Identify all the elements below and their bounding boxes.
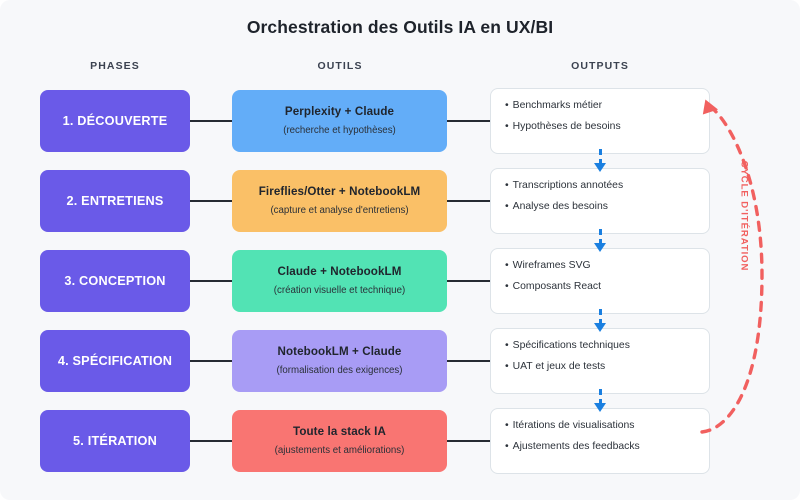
bullet-icon: • (505, 361, 509, 373)
output-item: •Analyse des besoins (505, 201, 709, 213)
column-header-outils: OUTILS (317, 60, 363, 72)
tool-box[interactable]: Claude + NotebookLM (création visuelle e… (232, 250, 447, 312)
output-item: •UAT et jeux de tests (505, 361, 709, 373)
tool-title: Fireflies/Otter + NotebookLM (258, 185, 421, 199)
output-item: •Composants React (505, 281, 709, 293)
column-header-outputs: OUTPUTS (571, 60, 629, 72)
bullet-icon: • (505, 180, 509, 191)
output-item-label: Wireframes SVG (512, 260, 591, 271)
phase-box[interactable]: 3. CONCEPTION (40, 250, 190, 312)
output-box[interactable]: •Wireframes SVG •Composants React (490, 248, 710, 314)
output-item: •Transcriptions annotées (505, 180, 709, 192)
connector-line-phase-to-tool (190, 280, 232, 283)
tool-box[interactable]: Perplexity + Claude (recherche et hypoth… (232, 90, 447, 152)
tool-box[interactable]: Fireflies/Otter + NotebookLM (capture et… (232, 170, 447, 232)
connector-line-phase-to-tool (190, 440, 232, 443)
output-item-label: Hypothèses de besoins (512, 121, 621, 133)
phase-box[interactable]: 1. DÉCOUVERTE (40, 90, 190, 152)
output-item-label: Itérations de visualisations (512, 420, 635, 431)
output-item-label: Analyse des besoins (512, 201, 608, 213)
flow-row: 2. ENTRETIENS Fireflies/Otter + Notebook… (0, 162, 800, 242)
output-box[interactable]: •Benchmarks métier •Hypothèses de besoin… (490, 88, 710, 154)
phase-box[interactable]: 2. ENTRETIENS (40, 170, 190, 232)
column-header-phases: PHASES (90, 60, 140, 72)
phase-box[interactable]: 4. SPÉCIFICATION (40, 330, 190, 392)
bullet-icon: • (505, 260, 509, 271)
tool-subtitle: (ajustements et améliorations) (274, 444, 405, 456)
flow-row: 5. ITÉRATION Toute la stack IA (ajusteme… (0, 402, 800, 482)
arrow-stem (599, 149, 602, 165)
bullet-icon: • (505, 441, 509, 453)
output-item-label: UAT et jeux de tests (512, 361, 606, 373)
tool-title: Toute la stack IA (293, 425, 386, 439)
bullet-icon: • (505, 121, 509, 133)
output-item-label: Spécifications techniques (512, 340, 630, 351)
bullet-icon: • (505, 420, 509, 431)
bullet-icon: • (505, 100, 509, 111)
arrow-head (594, 163, 606, 172)
phase-box[interactable]: 5. ITÉRATION (40, 410, 190, 472)
output-item: •Wireframes SVG (505, 260, 709, 272)
flow-row: 1. DÉCOUVERTE Perplexity + Claude (reche… (0, 82, 800, 162)
page-title: Orchestration des Outils IA en UX/BI (246, 17, 554, 37)
connector-line-tool-to-output (447, 200, 490, 203)
bullet-icon: • (505, 340, 509, 351)
connector-line-phase-to-tool (190, 360, 232, 363)
connector-line-tool-to-output (447, 360, 490, 363)
tool-box[interactable]: NotebookLM + Claude (formalisation des e… (232, 330, 447, 392)
flow-row: 4. SPÉCIFICATION NotebookLM + Claude (fo… (0, 322, 800, 402)
output-item-label: Transcriptions annotées (512, 180, 624, 191)
cycle-label: CYCLE D'ITÉRATION (738, 160, 750, 272)
output-item-label: Benchmarks métier (512, 100, 603, 111)
flow-row: 3. CONCEPTION Claude + NotebookLM (créat… (0, 242, 800, 322)
tool-subtitle: (création visuelle et technique) (273, 284, 406, 296)
output-box[interactable]: •Transcriptions annotées •Analyse des be… (490, 168, 710, 234)
tool-title: Claude + NotebookLM (277, 265, 402, 279)
tool-box[interactable]: Toute la stack IA (ajustements et amélio… (232, 410, 447, 472)
connector-line-phase-to-tool (190, 200, 232, 203)
output-item: •Benchmarks métier (505, 100, 709, 112)
output-item: •Itérations de visualisations (505, 420, 709, 432)
output-item-label: Composants React (512, 281, 602, 293)
output-item: •Spécifications techniques (505, 340, 709, 352)
bullet-icon: • (505, 281, 509, 293)
connector-line-tool-to-output (447, 120, 490, 123)
arrow-head (594, 243, 606, 252)
arrow-head (594, 403, 606, 412)
output-item: •Ajustements des feedbacks (505, 441, 709, 453)
tool-title: NotebookLM + Claude (277, 345, 402, 359)
tool-subtitle: (capture et analyse d'entretiens) (270, 204, 409, 216)
output-box[interactable]: •Spécifications techniques •UAT et jeux … (490, 328, 710, 394)
connector-line-tool-to-output (447, 440, 490, 443)
tool-subtitle: (formalisation des exigences) (276, 364, 403, 376)
output-box[interactable]: •Itérations de visualisations •Ajustemen… (490, 408, 710, 474)
arrow-stem (599, 229, 602, 245)
arrow-stem (599, 389, 602, 405)
output-item: •Hypothèses de besoins (505, 121, 709, 133)
arrow-stem (599, 309, 602, 325)
arrow-head (594, 323, 606, 332)
output-item-label: Ajustements des feedbacks (512, 441, 640, 453)
tool-title: Perplexity + Claude (284, 105, 395, 119)
bullet-icon: • (505, 201, 509, 213)
connector-line-phase-to-tool (190, 120, 232, 123)
tool-subtitle: (recherche et hypothèses) (283, 124, 396, 136)
connector-line-tool-to-output (447, 280, 490, 283)
